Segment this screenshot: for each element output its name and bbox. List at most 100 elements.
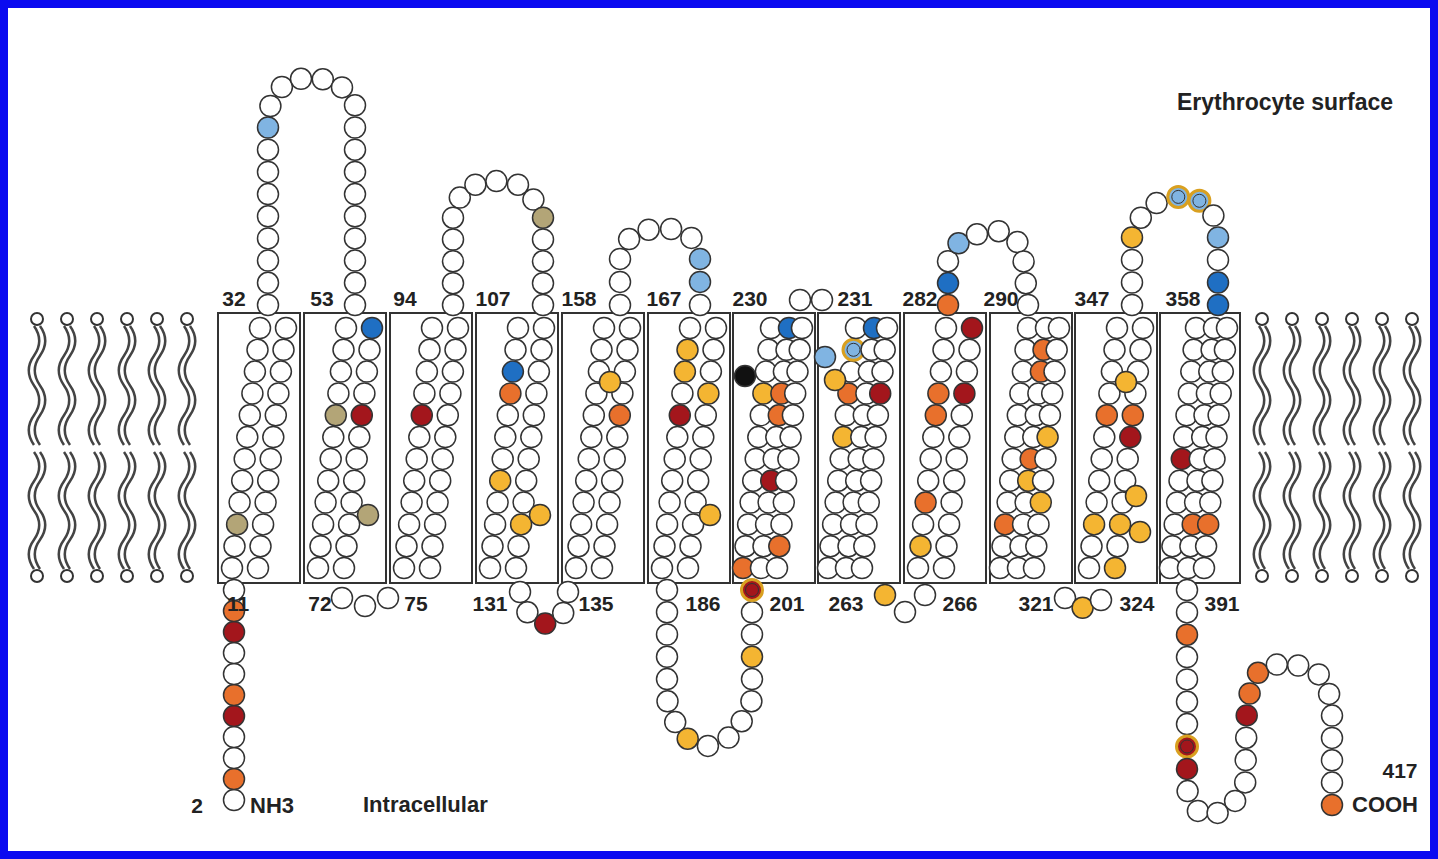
residue [508, 318, 529, 339]
residue [271, 77, 292, 98]
lipid-head [1316, 570, 1328, 582]
residue [239, 405, 260, 426]
residue [908, 558, 929, 579]
residue [445, 339, 466, 360]
residue [490, 470, 511, 491]
residue-number: 135 [578, 593, 613, 614]
residue [581, 427, 602, 448]
residue [1177, 669, 1198, 690]
residue [1203, 205, 1224, 226]
residue [497, 405, 518, 426]
residue [443, 295, 464, 316]
residue [224, 536, 245, 557]
residue [782, 405, 803, 426]
residue [1177, 647, 1198, 668]
residue [346, 448, 367, 469]
residue [928, 383, 949, 404]
residue [336, 318, 357, 339]
residue [657, 580, 678, 601]
residue [258, 161, 279, 182]
residue [1079, 558, 1100, 579]
residue [224, 643, 245, 664]
lipid-tail [1320, 452, 1331, 569]
residue [599, 492, 620, 513]
residue [690, 248, 711, 269]
residue [359, 339, 380, 360]
residue [1046, 339, 1067, 360]
lipid-head [61, 313, 73, 325]
residue [773, 492, 794, 513]
residue [678, 558, 699, 579]
residue [790, 290, 811, 311]
residue [769, 536, 790, 557]
residue [448, 318, 469, 339]
lipid-head [121, 313, 133, 325]
residue [270, 361, 291, 382]
residue [224, 748, 245, 769]
residue [1177, 758, 1198, 779]
lipid-head [1256, 570, 1268, 582]
lipid-head [1286, 570, 1298, 582]
residue [610, 271, 631, 292]
tm-segment [562, 313, 644, 583]
residue [378, 588, 399, 609]
lipid-tail [125, 452, 136, 569]
residue [263, 427, 284, 448]
residue [1035, 448, 1056, 469]
residue [787, 361, 808, 382]
residue [349, 427, 370, 448]
residue [1288, 655, 1309, 676]
residue [576, 470, 597, 491]
residue [680, 318, 701, 339]
residue [1212, 361, 1233, 382]
residue [594, 536, 615, 557]
residue [1208, 295, 1229, 316]
residue [938, 295, 959, 316]
lipid-tail [185, 326, 196, 445]
residue [443, 273, 464, 294]
residue [731, 711, 752, 732]
residue [664, 448, 685, 469]
residue [500, 383, 521, 404]
tm-segment [990, 313, 1072, 583]
residue [526, 383, 547, 404]
lipid-tail [125, 326, 136, 445]
residue [602, 470, 623, 491]
residue [697, 735, 718, 756]
residue [518, 448, 539, 469]
residue [918, 470, 939, 491]
residue [657, 646, 678, 667]
residue-number: 358 [1165, 288, 1200, 309]
residue [591, 339, 612, 360]
residue [1322, 772, 1343, 793]
residue [1105, 558, 1126, 579]
lipid-tail [65, 452, 76, 569]
residue [260, 96, 281, 117]
residue [1187, 800, 1208, 821]
residue [706, 318, 727, 339]
lipid-tail [1410, 326, 1421, 445]
residue [258, 184, 279, 205]
residue [516, 470, 537, 491]
residue [528, 361, 549, 382]
residue [610, 295, 631, 316]
lipid-tail [1260, 452, 1271, 569]
lipid-tail [1290, 452, 1301, 569]
residue [511, 514, 532, 535]
residue [443, 229, 464, 250]
residue [345, 272, 366, 293]
residue [258, 139, 279, 160]
residue [669, 405, 690, 426]
lipid-head [1406, 313, 1418, 325]
residue [310, 536, 331, 557]
residue [662, 470, 683, 491]
residue [742, 624, 763, 645]
residue [437, 405, 458, 426]
residue [661, 219, 682, 240]
residue [638, 219, 659, 240]
residue [443, 251, 464, 272]
residue [657, 691, 678, 712]
residue [419, 339, 440, 360]
residue [224, 706, 245, 727]
